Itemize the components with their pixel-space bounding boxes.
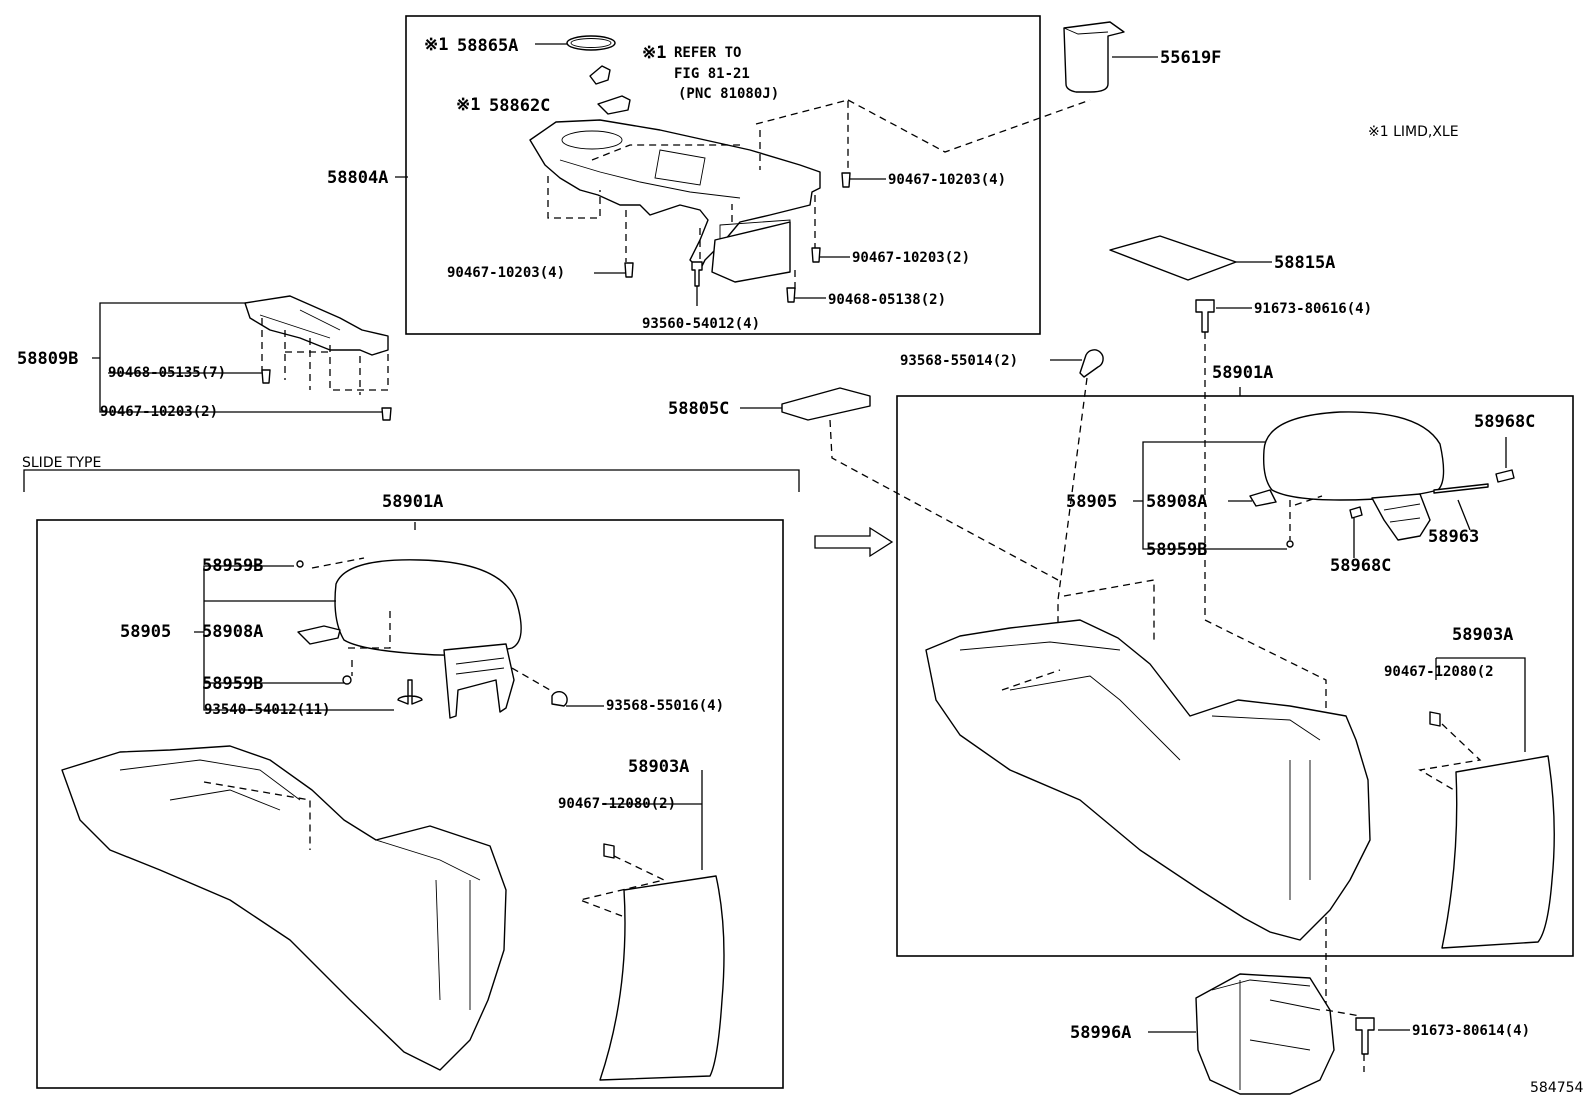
screw-93568-55014 (1079, 349, 1104, 378)
clip-58959B-slide-top (296, 560, 304, 568)
arrow-to-right (814, 526, 894, 558)
pin-58968C-a (1495, 469, 1515, 483)
screw-93568-55016 (551, 690, 568, 707)
console-panel-58804A (529, 119, 821, 271)
slide-type-bracket (23, 469, 800, 492)
label-93540-54012-11: 93540-54012(11) (204, 702, 330, 718)
console-body-right (925, 619, 1371, 941)
armrest-slide (334, 559, 522, 656)
hinge-right (1371, 493, 1431, 541)
mark1-58865A: ※1 (424, 35, 448, 55)
armrest-right (1262, 411, 1445, 501)
screw-93540-54012 (397, 679, 423, 705)
side-panel-58903A-right (1441, 755, 1555, 949)
panel-58809B (244, 295, 389, 356)
clip-90467-upper-left (624, 262, 634, 278)
cup-holder-55619F (1063, 21, 1125, 93)
label-58996A: 58996A (1070, 1023, 1131, 1043)
label-58862C: 58862C (489, 96, 550, 116)
lid-58805C (781, 387, 871, 421)
label-58968C-b: 58968C (1330, 556, 1391, 576)
pin-58968C-b (1349, 506, 1363, 519)
label-91673-80614-4: 91673-80614(4) (1412, 1023, 1530, 1039)
screw-93560 (691, 261, 703, 287)
slide-type-frame (36, 519, 784, 1089)
label-90467-10203-2b: 90467-10203(2) (100, 404, 218, 420)
cupholder-leader (847, 99, 1091, 153)
label-58809B: 58809B (17, 349, 78, 369)
label-90467-12080-2-right: 90467-12080(2 (1384, 664, 1494, 680)
mat-58815A (1109, 235, 1237, 281)
label-58905-slide: 58905 (120, 622, 171, 642)
clip-58959B-right (1286, 540, 1294, 548)
label-58865A: 58865A (457, 36, 518, 56)
pin-58963 (1433, 483, 1489, 494)
label-58804A: 58804A (327, 168, 388, 188)
mark1-refer: ※1 (642, 43, 666, 63)
standard-armrest-frame (896, 395, 1574, 957)
label-58908A-slide: 58908A (202, 622, 263, 642)
label-58903A-slide: 58903A (628, 757, 689, 777)
clip-90468-05135 (261, 369, 271, 384)
clip-90467-upper-right (841, 172, 851, 188)
side-panel-58903A-slide (599, 875, 725, 1081)
figure-number: 584754 (1530, 1080, 1584, 1096)
label-58903A-right: 58903A (1452, 625, 1513, 645)
upper-console-frame (405, 15, 1041, 335)
label-58959B-right: 58959B (1146, 540, 1207, 560)
label-91673-80616-4: 91673-80616(4) (1254, 301, 1372, 317)
clip-90467-12080-right (1429, 711, 1441, 727)
label-refer-2: FIG 81-21 (674, 66, 750, 82)
refer-clip (589, 65, 611, 85)
label-93568-55016-4: 93568-55016(4) (606, 698, 724, 714)
bolt-91673-80616 (1195, 299, 1215, 333)
label-90467-10203-4a: 90467-10203(4) (888, 172, 1006, 188)
bolt-91673-80614 (1355, 1017, 1375, 1055)
label-93560-54012-4: 93560-54012(4) (642, 316, 760, 332)
label-58815A: 58815A (1274, 253, 1335, 273)
label-58908A-right: 58908A (1146, 492, 1207, 512)
label-58805C: 58805C (668, 399, 729, 419)
bracket-58862C (597, 95, 631, 115)
label-58959B-slide-2: 58959B (202, 674, 263, 694)
label-58963: 58963 (1428, 527, 1479, 547)
label-58901A-right: 58901A (1212, 363, 1273, 383)
label-93568-55014-2: 93568-55014(2) (900, 353, 1018, 369)
label-slide-type: SLIDE TYPE (22, 455, 101, 471)
label-refer-1: REFER TO (674, 45, 741, 61)
label-90467-10203-4b: 90467-10203(4) (447, 265, 565, 281)
plate-58908A-slide (297, 625, 341, 645)
label-58905-right: 58905 (1066, 492, 1117, 512)
label-refer-3: (PNC 81080J) (678, 86, 779, 102)
plate-58908A-right (1249, 489, 1277, 507)
clip-58959B-slide-bottom (342, 675, 352, 685)
mark1-58862C: ※1 (456, 95, 480, 115)
box-58996A (1195, 973, 1335, 1095)
label-90468-05135-7: 90468-05135(7) (108, 365, 226, 381)
label-limd-xle: ※1 LIMD,XLE (1368, 124, 1459, 140)
label-90467-12080-2-slide: 90467-12080(2) (558, 796, 676, 812)
label-90468-05138-2: 90468-05138(2) (828, 292, 946, 308)
clip-90468-upper (786, 287, 796, 303)
label-58901A-slide: 58901A (382, 492, 443, 512)
console-body-slide (61, 745, 507, 1071)
clip-90467-12080-slide (603, 843, 615, 859)
hinge-slide (443, 643, 515, 719)
label-55619F: 55619F (1160, 48, 1221, 68)
label-58959B-slide-1: 58959B (202, 556, 263, 576)
label-90467-10203-2a: 90467-10203(2) (852, 250, 970, 266)
clip-90467-upper-mid (811, 247, 821, 263)
clip-90467-10203-side (381, 407, 392, 421)
label-58968C-a: 58968C (1474, 412, 1535, 432)
